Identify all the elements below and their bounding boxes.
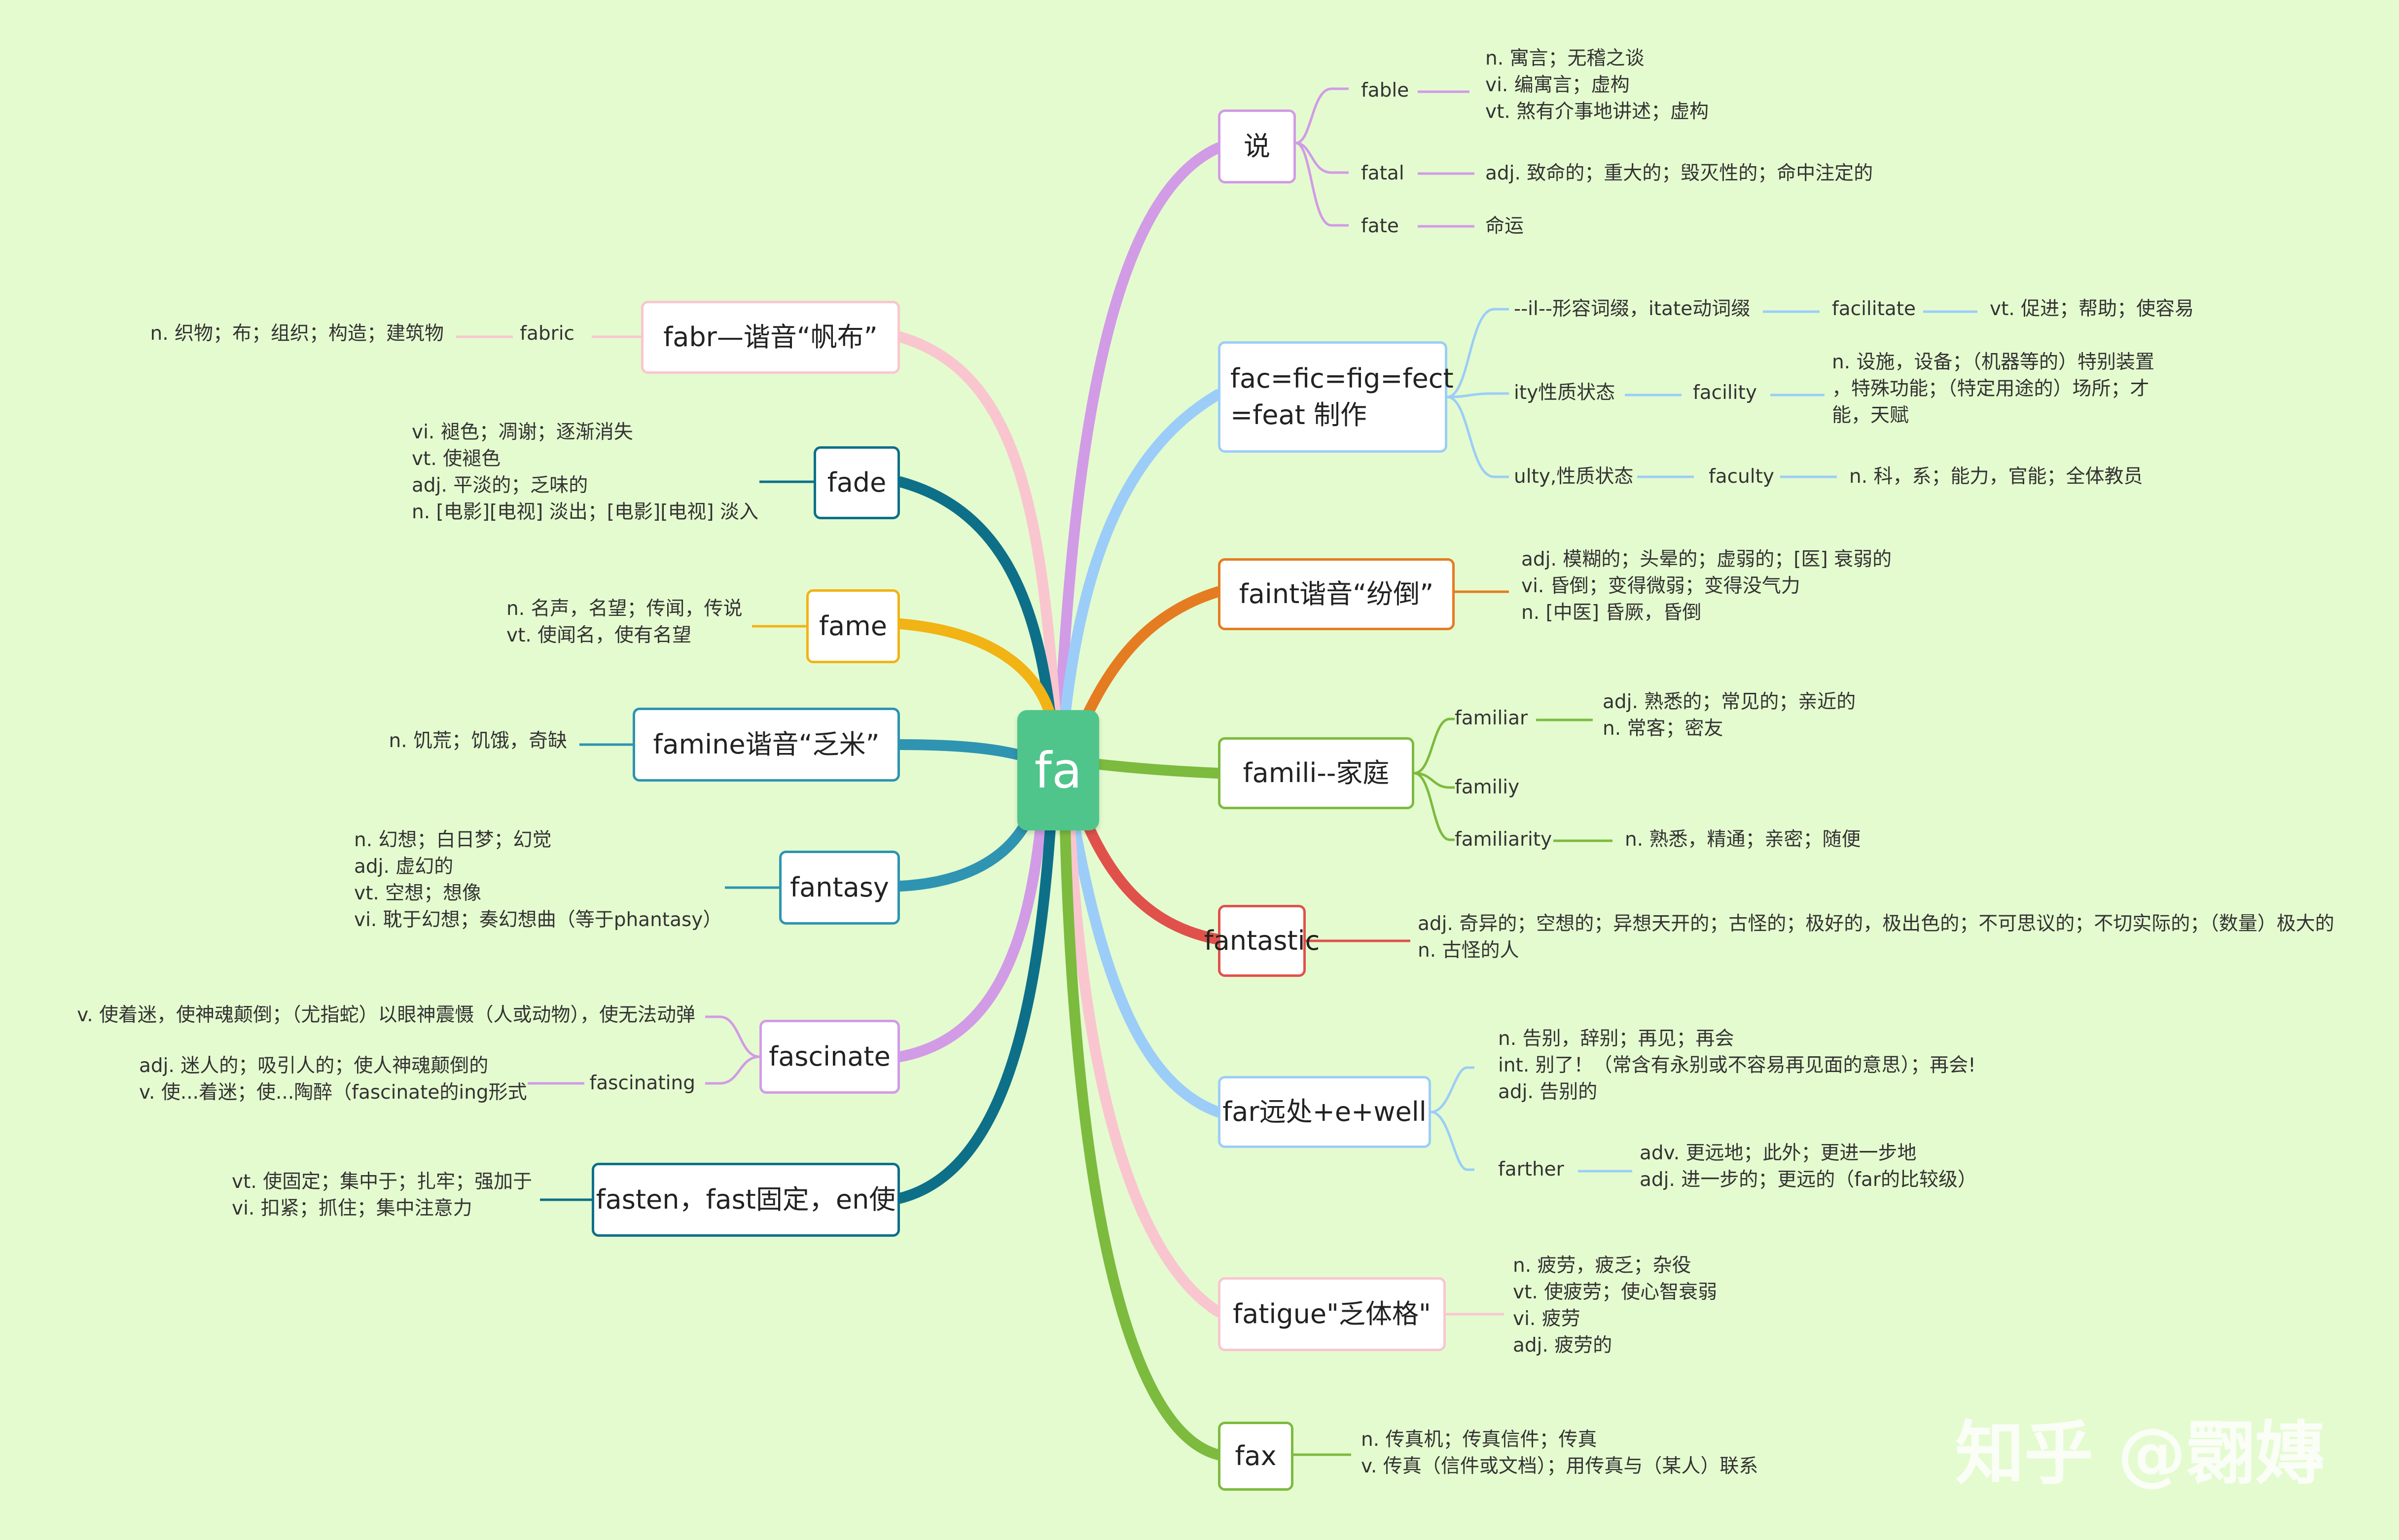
branch-line-fasten bbox=[895, 823, 1056, 1204]
definition-fasten: vt. 使固定；集中于；扎牢；强加于 vi. 扣紧；抓住；集中注意力 bbox=[232, 1171, 533, 1219]
definition-familiarity: n. 熟悉，精通；亲密；随便 bbox=[1625, 828, 1861, 851]
word-fatal[interactable]: fatal bbox=[1361, 162, 1404, 184]
definition-familiar: adj. 熟悉的；常见的；亲近的 n. 常客；密友 bbox=[1603, 691, 1856, 740]
branch-line-fabr bbox=[895, 331, 1061, 720]
branch-line-famine bbox=[895, 739, 1023, 760]
word-farther[interactable]: farther bbox=[1498, 1158, 1564, 1181]
topic-fac[interactable]: fac=fic=fig=fect =feat 制作 bbox=[1218, 341, 1454, 453]
word-familiarity[interactable]: familiarity bbox=[1455, 828, 1552, 851]
watermark: 知乎 @翾嫥 bbox=[1955, 1414, 2325, 1494]
topic-fantasy[interactable]: fantasy bbox=[779, 851, 900, 925]
definition-fable: n. 寓言；无稽之谈 vi. 编寓言；虚构 vt. 煞有介事地讲述；虚构 bbox=[1485, 47, 1709, 123]
definition-fatigue: n. 疲劳，疲乏；杂役 vt. 使疲劳；使心智衰弱 vi. 疲劳 adj. 疲劳… bbox=[1513, 1254, 1718, 1357]
suffix-ulty: ulty,性质状态 bbox=[1514, 466, 1634, 488]
definition-farther: adv. 更远地；此外；更进一步地 adj. 进一步的；更远的（far的比较级） bbox=[1640, 1142, 1977, 1191]
definition-fade: vi. 褪色；凋谢；逐渐消失 vt. 使褪色 adj. 平淡的；乏味的 n. [… bbox=[412, 421, 759, 523]
definition-fatal: adj. 致命的；重大的；毁灭性的；命中注定的 bbox=[1485, 162, 1873, 184]
root-node[interactable]: fa bbox=[1017, 710, 1099, 830]
definition-facility: n. 设施，设备；（机器等的）特别装置 ，特殊功能；（特定用途的）场所；才 能，… bbox=[1832, 351, 2155, 427]
branch-line-say bbox=[1055, 143, 1223, 720]
word-familiar[interactable]: familiar bbox=[1455, 707, 1528, 729]
topic-fame[interactable]: fame bbox=[806, 589, 900, 663]
topic-fatigue[interactable]: fatigue"乏体格" bbox=[1218, 1277, 1446, 1351]
branch-line-fantastic bbox=[1079, 813, 1223, 945]
word-familiy[interactable]: familiy bbox=[1455, 776, 1520, 798]
branch-line-fame bbox=[895, 618, 1056, 720]
topic-famine[interactable]: famine谐音“乏米” bbox=[633, 708, 900, 782]
definition-far: n. 告别，辞别；再见；再会 int. 别了！（常含有永别或不容易再见面的意思）… bbox=[1498, 1028, 1976, 1103]
topic-famili[interactable]: famili--家庭 bbox=[1218, 737, 1414, 809]
definition-fax: n. 传真机；传真信件；传真 v. 传真（信件或文档）；用传真与（某人）联系 bbox=[1361, 1429, 1758, 1477]
branch-line-fantasy bbox=[895, 818, 1031, 892]
branch-line-fade bbox=[895, 476, 1056, 720]
definition-fate: 命运 bbox=[1485, 215, 1524, 237]
definition-fame: n. 名声，名望；传闻，传说 vt. 使闻名，使有名望 bbox=[506, 598, 743, 646]
definition-fascinate: v. 使着迷，使神魂颠倒；（尤指蛇）以眼神震慑（人或动物），使无法动弹 bbox=[77, 1004, 695, 1026]
word-fabric[interactable]: fabric bbox=[520, 322, 574, 345]
branch-line-fax bbox=[1060, 823, 1223, 1460]
definition-fabric: n. 织物；布；组织；构造；建筑物 bbox=[150, 322, 444, 345]
definition-fantastic: adj. 奇异的；空想的；异想天开的；古怪的；极好的，极出色的；不可思议的；不切… bbox=[1418, 913, 2334, 962]
word-facilitate[interactable]: facilitate bbox=[1832, 298, 1916, 320]
topic-fax[interactable]: fax bbox=[1218, 1422, 1293, 1491]
suffix-ity: ity性质状态 bbox=[1514, 382, 1615, 404]
word-fate[interactable]: fate bbox=[1361, 215, 1399, 237]
branch-line-faint bbox=[1079, 586, 1223, 725]
branch-line-fac bbox=[1060, 389, 1223, 720]
topic-fascinate[interactable]: fascinate bbox=[759, 1020, 900, 1094]
topic-say[interactable]: 说 bbox=[1218, 109, 1296, 183]
definition-facilitate: vt. 促进；帮助；使容易 bbox=[1990, 298, 2194, 320]
branch-line-far bbox=[1070, 823, 1223, 1117]
topic-fasten[interactable]: fasten，fast固定，en使 bbox=[592, 1163, 900, 1237]
word-facility[interactable]: facility bbox=[1693, 382, 1757, 404]
branch-line-fascinate bbox=[895, 823, 1046, 1062]
topic-fantastic[interactable]: fantastic bbox=[1204, 905, 1320, 977]
definition-fantasy: n. 幻想；白日梦；幻觉 adj. 虚幻的 vt. 空想；想像 vi. 耽于幻想… bbox=[354, 829, 722, 931]
definition-famine: n. 饥荒；饥饿，奇缺 bbox=[389, 730, 567, 752]
branch-line-famili bbox=[1094, 759, 1223, 779]
definition-faculty: n. 科，系；能力，官能；全体教员 bbox=[1849, 466, 2143, 488]
topic-fabr[interactable]: fabr—谐音“帆布” bbox=[641, 301, 900, 374]
word-fascinating[interactable]: fascinating bbox=[589, 1072, 695, 1094]
suffix-il-itate: --il--形容词缀，itate动词缀 bbox=[1514, 298, 1751, 320]
branch-line-fatigue bbox=[1065, 823, 1223, 1317]
definition-fascinating: adj. 迷人的；吸引人的；使人神魂颠倒的 v. 使...着迷；使...陶醉（f… bbox=[139, 1055, 527, 1104]
topic-faint[interactable]: faint谐音“纷倒” bbox=[1218, 558, 1455, 630]
word-faculty[interactable]: faculty bbox=[1709, 466, 1774, 488]
topic-fade[interactable]: fade bbox=[814, 446, 900, 519]
topic-far[interactable]: far远处+e+well bbox=[1218, 1076, 1431, 1148]
word-fable[interactable]: fable bbox=[1361, 79, 1409, 102]
definition-faint: adj. 模糊的；头晕的；虚弱的；[医] 衰弱的 vi. 昏倒；变得微弱；变得没… bbox=[1521, 548, 1892, 624]
